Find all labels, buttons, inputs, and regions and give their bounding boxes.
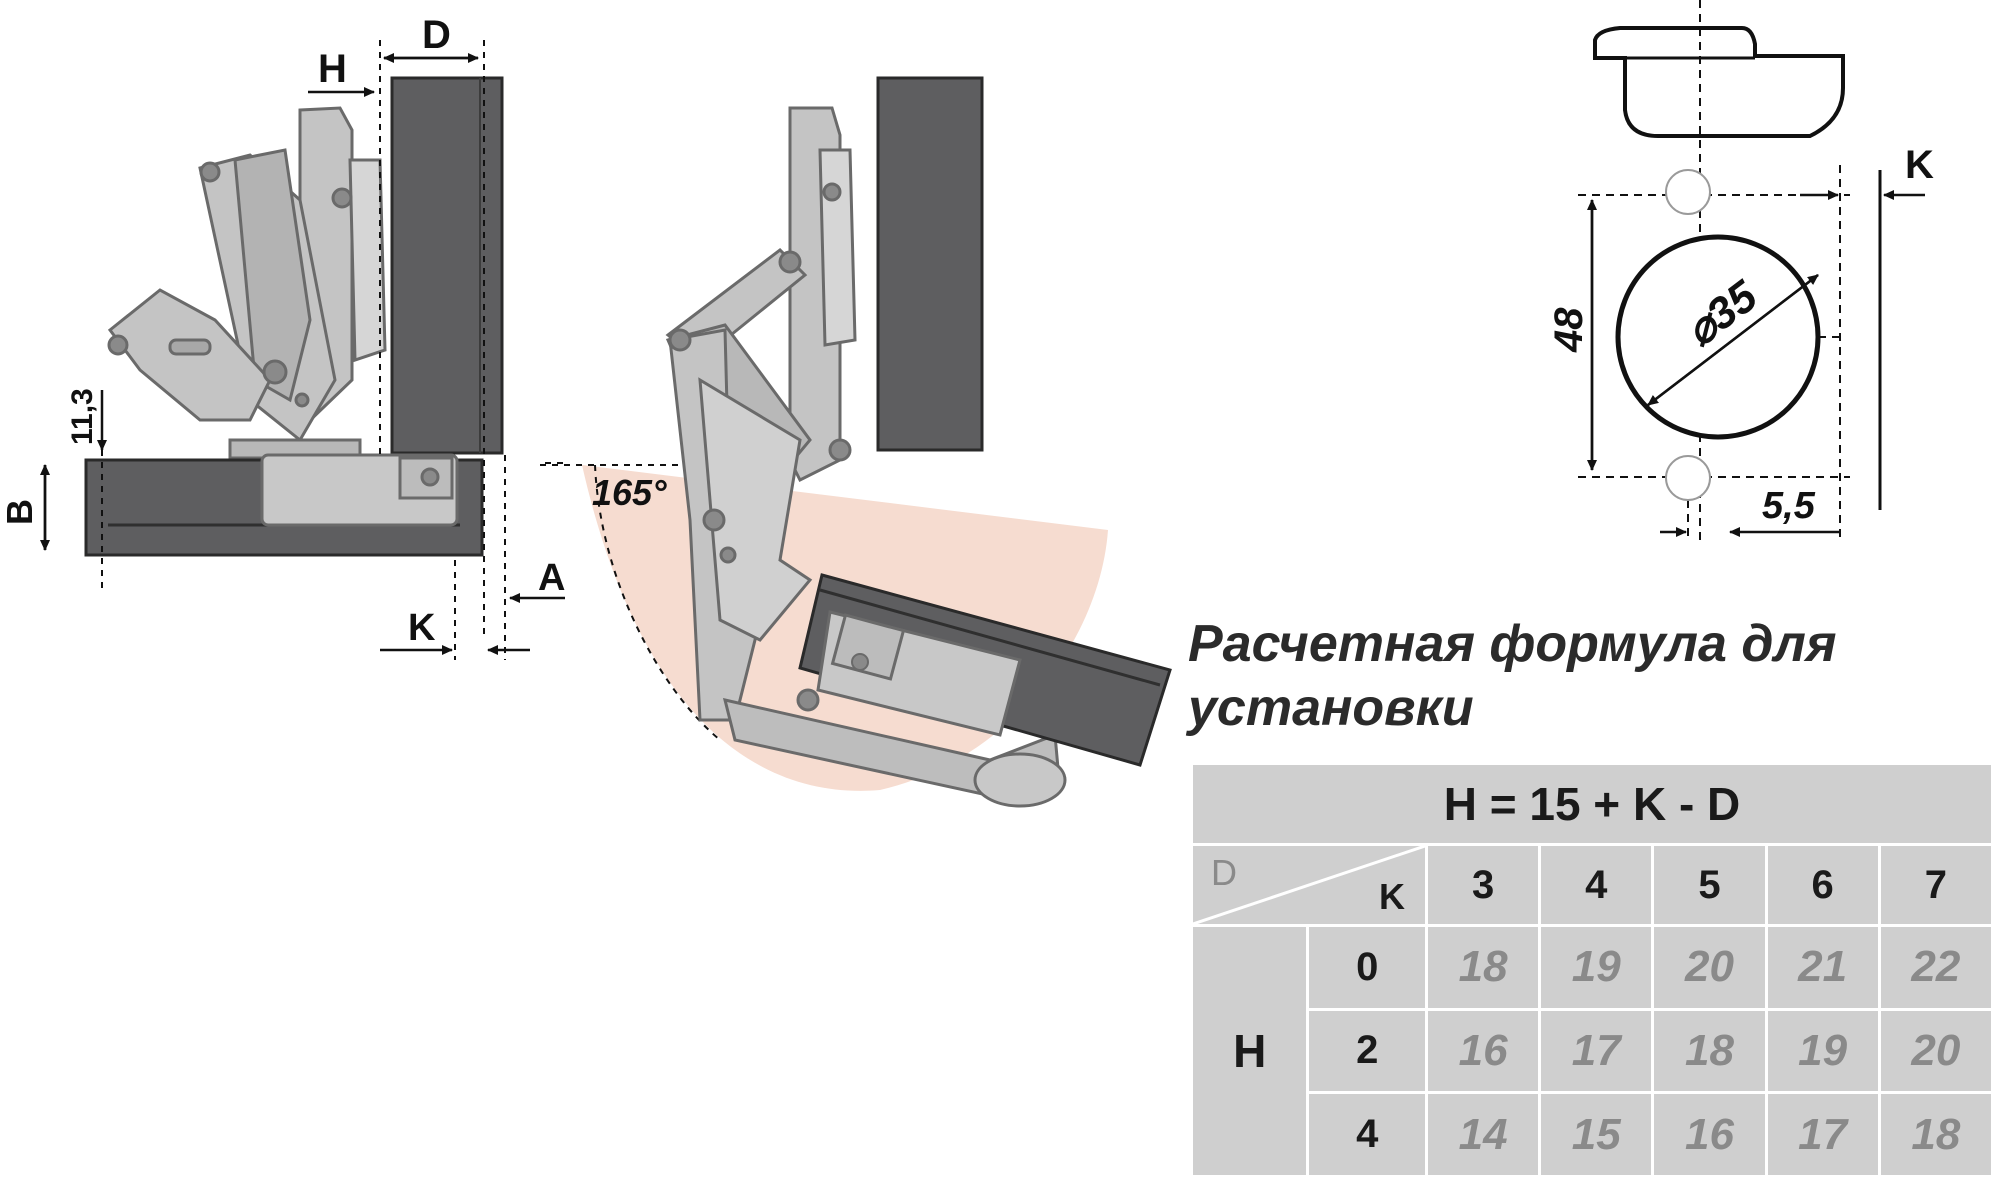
table-cell: 16: [1651, 1091, 1768, 1178]
table-cell: 14: [1424, 1091, 1542, 1178]
label-5-5: 5,5: [1762, 485, 1816, 527]
table-cell: 22: [1877, 924, 1995, 1011]
table-cell: 18: [1424, 924, 1542, 1011]
label-11-3: 11,3: [66, 388, 99, 445]
formula-title: Расчетная формула для установки: [1188, 615, 1837, 737]
table-cell: 19: [1538, 924, 1655, 1011]
h-row-label: H: [1189, 924, 1310, 1178]
table-cell: 17: [1764, 1091, 1881, 1178]
table-cell: 15: [1538, 1091, 1655, 1178]
label-d: D: [422, 13, 451, 57]
table-cell: 18: [1877, 1091, 1995, 1178]
label-h: H: [318, 47, 347, 91]
table-cell: 18: [1651, 1007, 1768, 1095]
hinge-arm-closed: [107, 106, 387, 460]
cup-side-view: [1593, 26, 1845, 138]
cabinet-side-panel: [390, 76, 504, 455]
drilling-pattern-view: K 48 ⌀35 5,5: [1547, 0, 1934, 540]
label-k-left: K: [408, 607, 436, 649]
d-header: 7: [1877, 843, 1995, 927]
k-row-label: 0: [1306, 924, 1428, 1011]
formula-table: H = 15 + K - D D K 3 4 5 6 7 H 0 18 19 2…: [1189, 762, 1995, 1178]
label-48: 48: [1547, 307, 1591, 353]
cup-hole: [1615, 234, 1821, 440]
formula-text: H = 15 + K - D: [1190, 762, 1994, 846]
label-b: B: [0, 499, 40, 525]
corner-k-label: K: [1379, 876, 1405, 917]
door-panel-open: [798, 573, 1172, 767]
cabinet-side-panel-open: [876, 76, 984, 452]
open-hinge-view: 165°: [540, 76, 1172, 808]
d-header: 5: [1651, 843, 1768, 927]
label-a: A: [538, 557, 565, 599]
label-k-right: K: [1905, 143, 1934, 187]
k-row-label: 4: [1306, 1091, 1428, 1178]
table-cell: 16: [1424, 1007, 1542, 1095]
screw-hole-top: [1665, 169, 1711, 215]
table-cell: 17: [1538, 1007, 1655, 1095]
table-cell: 21: [1764, 924, 1881, 1011]
table-cell: 20: [1651, 924, 1768, 1011]
closed-hinge-view: D H 11,3 B A K: [0, 13, 565, 660]
d-header: 4: [1538, 843, 1655, 927]
corner-d-label: D: [1211, 852, 1237, 893]
d-header: 3: [1424, 843, 1542, 927]
screw-hole-bottom: [1665, 455, 1711, 501]
k-row-label: 2: [1306, 1007, 1428, 1095]
hinge-arm-open: [665, 106, 1067, 808]
corner-cell: D K: [1190, 843, 1428, 927]
d-header: 6: [1764, 843, 1881, 927]
table-cell: 19: [1764, 1007, 1881, 1095]
label-165: 165°: [592, 472, 667, 513]
hinge-cup-closed: [260, 453, 459, 527]
table-cell: 20: [1877, 1007, 1995, 1095]
